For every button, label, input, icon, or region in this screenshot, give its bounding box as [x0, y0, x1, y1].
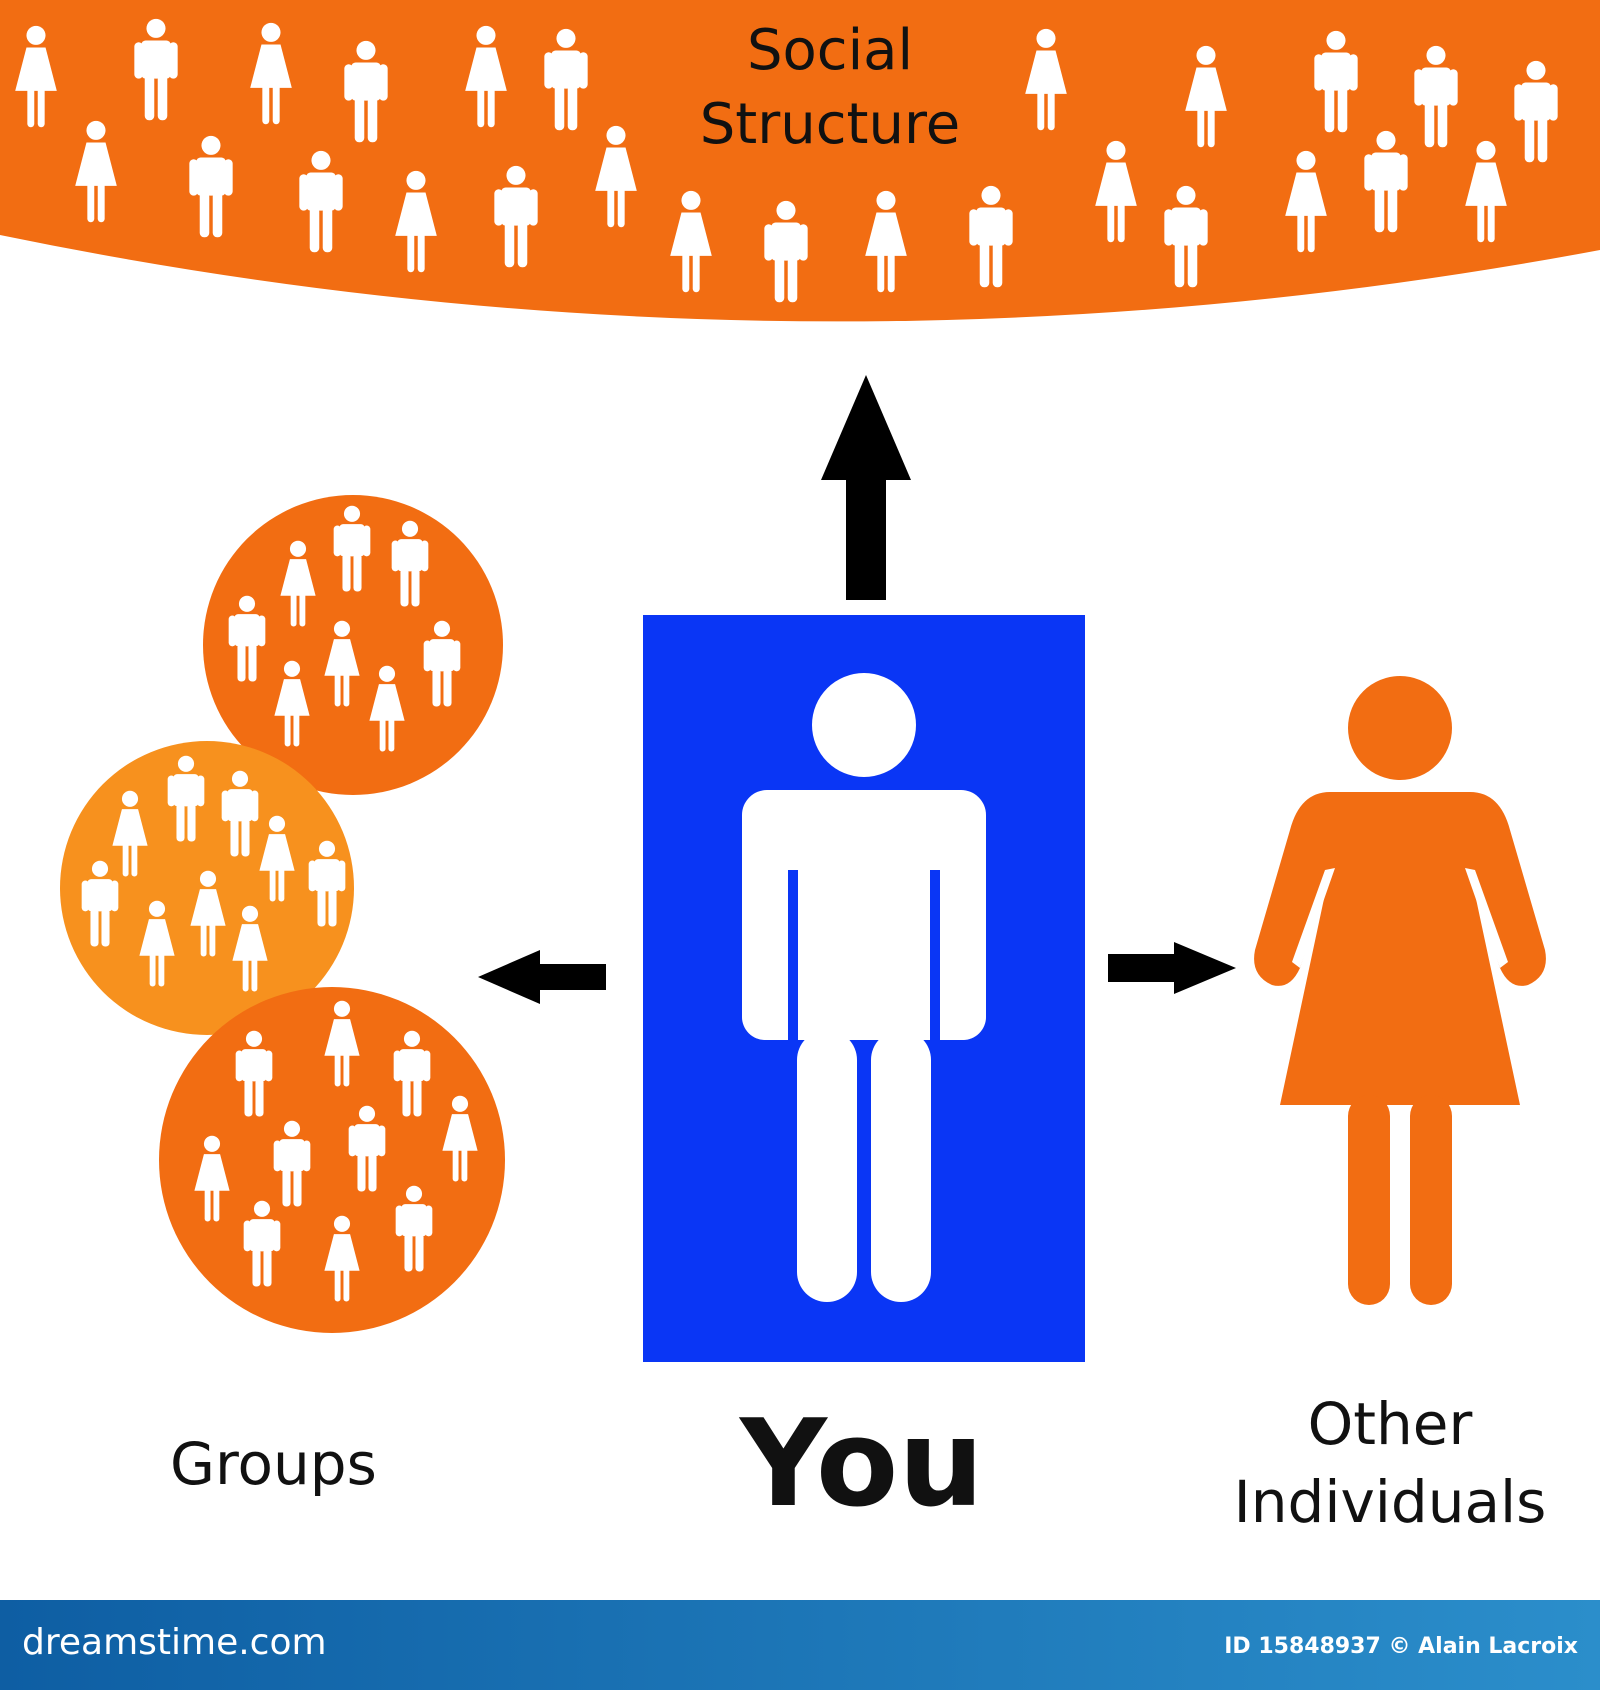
- dreamstime-logo: dreamstime.com: [22, 1622, 327, 1663]
- label-you: You: [740, 1395, 984, 1534]
- other-person-arm-gaps: [1292, 868, 1508, 968]
- label-groups: Groups: [170, 1430, 377, 1498]
- arrow-up-icon: [821, 375, 911, 600]
- label-individuals: Individuals: [1233, 1468, 1547, 1536]
- you-panel: [643, 615, 1085, 1362]
- arrow-left-icon: [478, 950, 606, 1004]
- label-other: Other: [1307, 1390, 1473, 1458]
- you-person-icon: [742, 673, 986, 1302]
- social-structure-band: [0, 0, 1600, 322]
- other-person-icon: [1254, 676, 1546, 1305]
- image-credit: ID 15848937 © Alain Lacroix: [1224, 1634, 1578, 1659]
- footer-bar: dreamstime.com ID 15848937 © Alain Lacro…: [0, 1600, 1600, 1690]
- groups-circles: [60, 495, 505, 1333]
- title-social: Social: [746, 18, 914, 83]
- arrow-right-icon: [1108, 942, 1236, 994]
- group-circle-top: [203, 495, 503, 795]
- title-structure: Structure: [699, 92, 961, 157]
